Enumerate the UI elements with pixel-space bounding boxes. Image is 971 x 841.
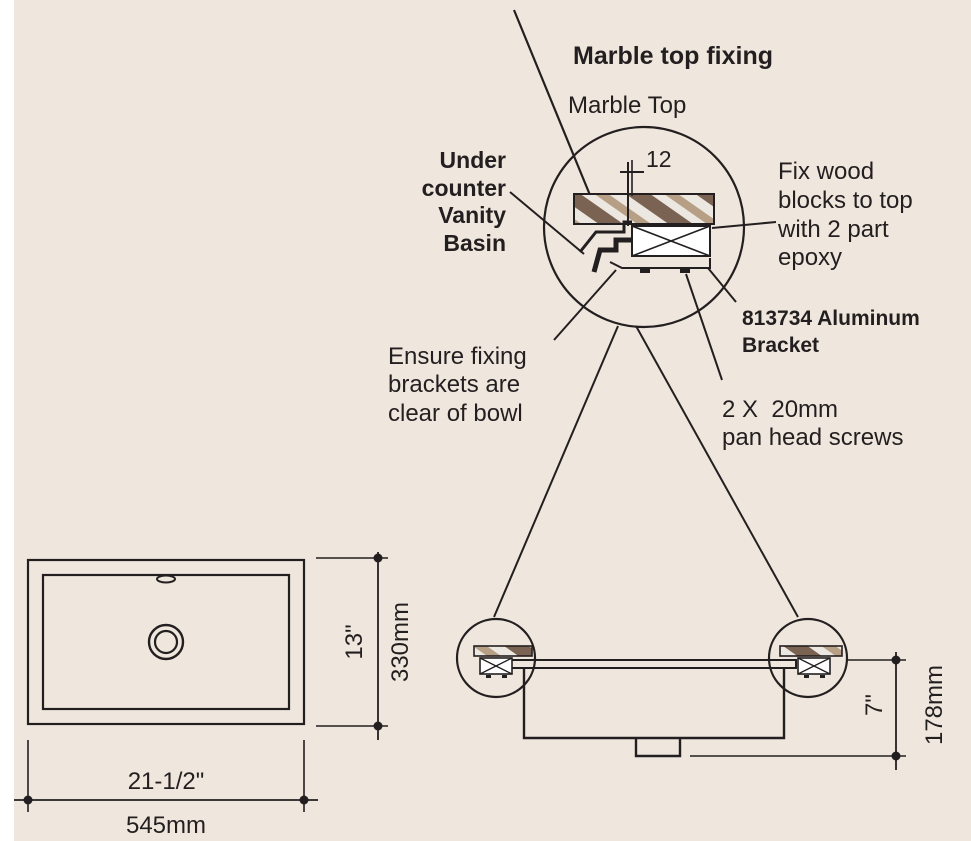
detail-circle-left: [455, 617, 537, 699]
aluminum-bracket: [609, 258, 711, 269]
leader-bracket: [707, 267, 737, 303]
projection-line-left: [493, 325, 619, 618]
plan-width-inches: 21-1/2": [127, 768, 205, 795]
plan-width-mm: 545mm: [125, 812, 207, 839]
section-depth-mm: 178mm: [921, 664, 948, 746]
basin-outer-outline: [26, 558, 306, 726]
basin-section-waste: [634, 738, 682, 758]
projection-line-right: [635, 325, 799, 618]
plan-height-mm: 330mm: [387, 601, 414, 683]
marble-top-label: Marble Top: [568, 92, 687, 119]
background-panel: [14, 0, 971, 841]
bracket-label: 813734 Aluminum Bracket: [742, 307, 920, 357]
dimension-12-label: 12: [646, 146, 672, 172]
leader-screws: [685, 273, 723, 381]
detail-title: Marble top fixing: [573, 42, 773, 70]
drain-outer: [147, 623, 185, 661]
plan-width-dimension: [14, 740, 318, 812]
leader-vanity-basin: [509, 191, 585, 255]
basin-section-body: [522, 668, 786, 740]
fix-wood-label: Fix wood blocks to top with 2 part epoxy: [778, 158, 913, 272]
marble-top-slab: [573, 193, 715, 225]
top-leader-line: [512, 9, 594, 201]
leader-ensure: [553, 269, 617, 341]
detail-circle-right: [767, 617, 849, 699]
basin-rim: [578, 220, 632, 253]
screws-label: 2 X 20mm pan head screws: [722, 396, 904, 452]
plan-height-dimension: [316, 552, 388, 740]
section-depth-dimension: [690, 652, 906, 770]
drain-inner: [153, 629, 179, 655]
plan-height-inches: 13": [341, 624, 368, 660]
detail-circle-large: [542, 125, 746, 329]
basin-section-rim: [505, 659, 797, 669]
overflow-hole: [156, 574, 176, 584]
plan-view: [26, 558, 306, 726]
leader-fix-wood: [711, 221, 777, 229]
section-depth-inches: 7": [861, 694, 888, 716]
under-counter-label: Under counter Vanity Basin: [421, 147, 506, 256]
ensure-label: Ensure fixing brackets are clear of bowl: [388, 343, 527, 427]
